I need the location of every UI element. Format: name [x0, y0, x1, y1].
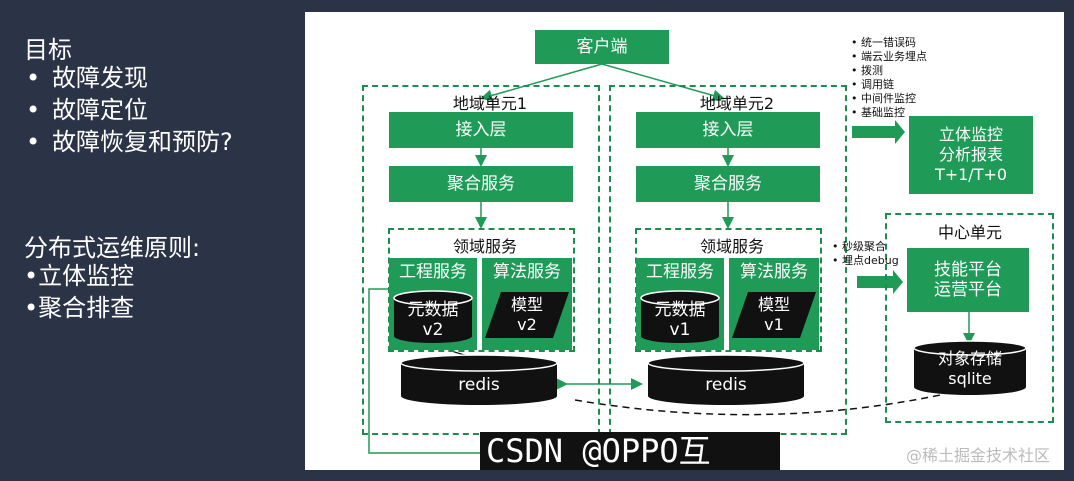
monitor-note: 端云业务埋点 — [851, 50, 927, 64]
architecture-diagram: 客户端 地域单元1 接入层 聚合服务 领域服务 工程服务 算法服务 元数据 v2… — [305, 12, 1064, 470]
center-note: 秒级聚合 — [832, 240, 899, 254]
region1-meta-label: 元数据 v2 — [407, 300, 459, 340]
region2-aggregate-box: 聚合服务 — [636, 166, 820, 202]
monitor-note: 调用链 — [851, 78, 927, 92]
monitor-note: 基础监控 — [851, 106, 927, 120]
region2-model-label: 模型 v1 — [757, 295, 790, 334]
region2-meta-cylinder: 元数据 v1 — [640, 290, 720, 344]
region2-domain-label: 领域服务 — [699, 237, 764, 256]
center-label: 中心单元 — [937, 223, 1002, 242]
goal-item: 故障发现 — [26, 62, 233, 94]
center-container — [885, 213, 1054, 423]
region1-model-label: 模型 v2 — [510, 295, 543, 334]
region1-aggregate-box: 聚合服务 — [389, 166, 573, 202]
monitor-notes: 统一错误码 端云业务埋点 拨测 调用链 中间件监控 基础监控 — [851, 36, 927, 120]
principle-item: 聚合排查 — [24, 292, 134, 324]
region2-model-shape: 模型 v1 — [732, 292, 816, 338]
csdn-watermark: CSDN @OPPO互 — [480, 432, 780, 470]
monitor-note: 中间件监控 — [851, 92, 927, 106]
center-platform-box: 技能平台 运营平台 — [907, 248, 1029, 312]
goal-item: 故障恢复和预防? — [26, 126, 233, 158]
goals-title: 目标 — [24, 36, 72, 64]
region2-access-box: 接入层 — [636, 112, 820, 148]
client-box: 客户端 — [535, 30, 669, 64]
region2-redis-cylinder: redis — [647, 354, 805, 406]
principle-item: 立体监控 — [24, 260, 134, 292]
region1-model-shape: 模型 v2 — [485, 292, 569, 338]
monitor-note: 统一错误码 — [851, 36, 927, 50]
principles-list: 立体监控 聚合排查 — [24, 260, 134, 324]
center-notes: 秒级聚合 埋点debug — [832, 240, 899, 268]
region1-access-box: 接入层 — [389, 112, 573, 148]
principles-title: 分布式运维原则: — [24, 234, 201, 262]
monitor-note: 拨测 — [851, 64, 927, 78]
juejin-watermark: @稀土掘金技术社区 — [905, 446, 1050, 465]
goals-list: 故障发现 故障定位 故障恢复和预防? — [26, 62, 233, 158]
center-note: 埋点debug — [832, 254, 899, 268]
region1-redis-label: redis — [458, 375, 500, 395]
region1-label: 地域单元1 — [452, 94, 528, 113]
region2-meta-label: 元数据 v1 — [654, 300, 706, 340]
center-storage-label: 对象存储 sqlite — [937, 349, 1002, 388]
monitor-report-box: 立体监控 分析报表 T+1/T+0 — [909, 116, 1033, 194]
left-panel: 目标 故障发现 故障定位 故障恢复和预防? 分布式运维原则: 立体监控 聚合排查 — [0, 0, 300, 481]
region1-domain-label: 领域服务 — [452, 237, 517, 256]
region2-redis-label: redis — [705, 375, 747, 395]
region1-redis-cylinder: redis — [400, 354, 558, 406]
connector-lines — [368, 63, 975, 454]
region2-label: 地域单元2 — [699, 94, 775, 113]
goal-item: 故障定位 — [26, 94, 233, 126]
region1-meta-cylinder: 元数据 v2 — [393, 290, 473, 344]
center-storage-cylinder: 对象存储 sqlite — [913, 340, 1027, 396]
